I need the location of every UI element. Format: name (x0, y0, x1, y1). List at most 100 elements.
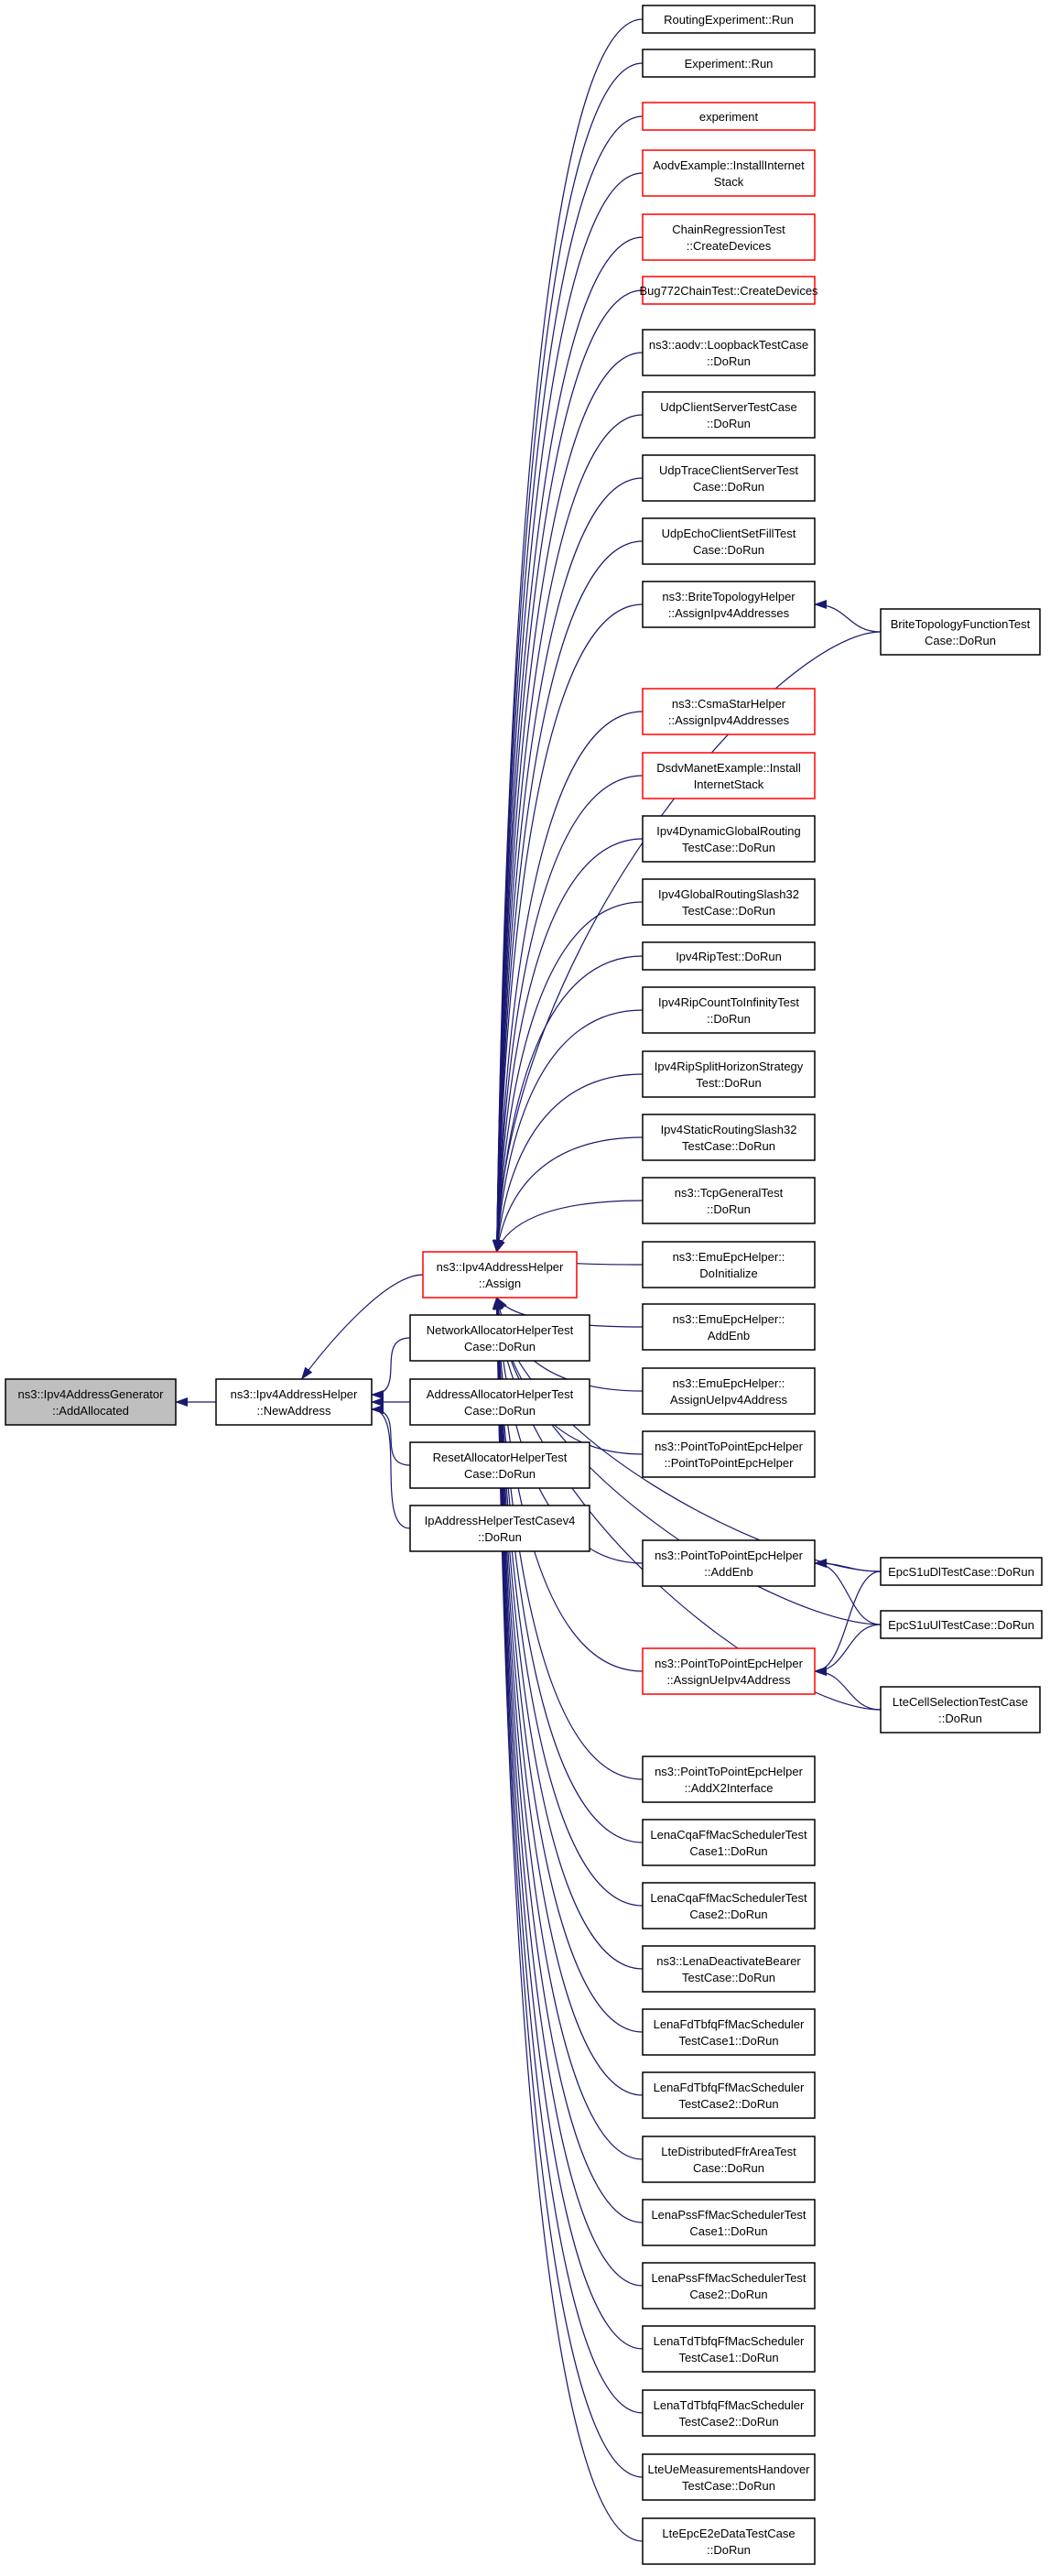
node-label-line: DoInitialize (699, 1266, 758, 1280)
edge-c14-to-n2 (493, 901, 644, 1253)
node-box (880, 1557, 1043, 1586)
node-box (642, 1303, 816, 1351)
edge-n3-to-n1 (371, 1337, 411, 1399)
node-label-line: InternetStack (694, 777, 764, 791)
node-label-line: TestCase::DoRun (682, 1139, 775, 1153)
node-box (642, 1177, 816, 1224)
node-label-line: Ipv4StaticRoutingSlash32 (661, 1123, 797, 1136)
node-c10[interactable]: ns3::BriteTopologyHelper::AssignIpv4Addr… (642, 581, 816, 628)
node-box (880, 608, 1041, 656)
node-label-line: ::DoRun (707, 1202, 751, 1216)
node-c6[interactable]: ns3::aodv::LoopbackTestCase::DoRun (642, 329, 816, 376)
node-label-line: TestCase1::DoRun (678, 2034, 778, 2048)
node-label-line: Case::DoRun (925, 634, 996, 647)
node-box (642, 2071, 816, 2119)
node-n2[interactable]: ns3::Ipv4AddressHelper::Assign (422, 1251, 578, 1299)
node-c0[interactable]: RoutingExperiment::Run (642, 5, 816, 34)
node-c22[interactable]: ns3::EmuEpcHelper::AssignUeIpv4Address (642, 1367, 816, 1415)
node-c21[interactable]: ns3::EmuEpcHelper::AddEnb (642, 1303, 816, 1351)
node-c16[interactable]: Ipv4RipCountToInfinityTest::DoRun (642, 986, 816, 1034)
node-label-line: RoutingExperiment::Run (664, 13, 794, 27)
node-label-line: Experiment::Run (685, 57, 774, 71)
node-label-line: LenaPssFfMacSchedulerTest (651, 2271, 806, 2285)
node-box (5, 1378, 177, 1426)
edge-c38-to-n2 (492, 1297, 644, 2542)
node-c19[interactable]: ns3::TcpGeneralTest::DoRun (642, 1177, 816, 1224)
node-box (642, 2008, 816, 2056)
node-box (642, 1367, 816, 1415)
node-c26[interactable]: ns3::PointToPointEpcHelper::AddX2Interfa… (642, 1755, 816, 1803)
node-label-line: LenaCqaFfMacSchedulerTest (650, 1891, 807, 1905)
node-label-line: LteEpcE2eDataTestCase (662, 2527, 795, 2540)
node-r1[interactable]: EpcS1uDlTestCase::DoRun (880, 1557, 1043, 1586)
node-c4[interactable]: ChainRegressionTest::CreateDevices (642, 213, 816, 261)
node-r3[interactable]: LteCellSelectionTestCase::DoRun (880, 1686, 1041, 1734)
node-c25[interactable]: ns3::PointToPointEpcHelper::AssignUeIpv4… (642, 1647, 816, 1695)
node-label-line: ::DoRun (938, 1712, 982, 1725)
node-n1[interactable]: ns3::Ipv4AddressHelper::NewAddress (215, 1378, 373, 1426)
node-label-line: ::DoRun (707, 2543, 751, 2557)
node-c24[interactable]: ns3::PointToPointEpcHelper::AddEnb (642, 1539, 816, 1587)
node-r2[interactable]: EpcS1uUlTestCase::DoRun (880, 1610, 1043, 1639)
node-label-line: ::AssignIpv4Addresses (668, 713, 790, 727)
node-c15[interactable]: Ipv4RipTest::DoRun (642, 941, 816, 971)
node-c11[interactable]: ns3::CsmaStarHelper::AssignIpv4Addresses (642, 688, 816, 735)
node-label-line: ::AssignUeIpv4Address (666, 1673, 791, 1687)
node-label-line: ResetAllocatorHelperTest (433, 1451, 568, 1464)
node-box (409, 1441, 590, 1489)
node-c2[interactable]: experiment (642, 102, 816, 131)
node-label-line: Case1::DoRun (689, 2224, 767, 2238)
node-label-line: UdpEchoClientSetFillTest (662, 527, 796, 540)
node-label-line: ns3::Ipv4AddressGenerator (18, 1387, 165, 1401)
node-label-line: ns3::PointToPointEpcHelper (655, 1440, 804, 1453)
node-c7[interactable]: UdpClientServerTestCase::DoRun (642, 391, 816, 439)
node-box (642, 878, 816, 926)
node-label-line: ::DoRun (478, 1530, 522, 1544)
node-label-line: LteCellSelectionTestCase (893, 1695, 1028, 1709)
node-label-line: ns3::TcpGeneralTest (675, 1186, 784, 1200)
node-box (642, 454, 816, 502)
node-label-line: ns3::LenaDeactivateBearer (656, 1954, 801, 1968)
node-box (880, 1610, 1043, 1639)
node-c23[interactable]: ns3::PointToPointEpcHelper::PointToPoint… (642, 1430, 816, 1478)
node-label-line: Stack (714, 175, 744, 189)
node-c1[interactable]: Experiment::Run (642, 49, 816, 78)
node-box (642, 1882, 816, 1929)
node-box (642, 1114, 816, 1161)
node-n6[interactable]: IpAddressHelperTestCasev4::DoRun (409, 1505, 590, 1552)
edge-r2-to-n2 (493, 1297, 882, 1625)
node-label-line: ns3::BriteTopologyHelper (662, 590, 796, 603)
node-c5[interactable]: Bug772ChainTest::CreateDevices (639, 276, 818, 305)
node-label-line: TestCase::DoRun (682, 2479, 775, 2493)
node-box (215, 1378, 373, 1426)
edge-r1-to-c25 (814, 1571, 882, 1676)
node-label-line: LenaPssFfMacSchedulerTest (651, 2208, 806, 2222)
node-c38[interactable]: LteEpcE2eDataTestCase::DoRun (642, 2517, 816, 2565)
node-label-line: NetworkAllocatorHelperTest (427, 1323, 574, 1337)
node-c20[interactable]: ns3::EmuEpcHelper::DoInitialize (642, 1241, 816, 1288)
